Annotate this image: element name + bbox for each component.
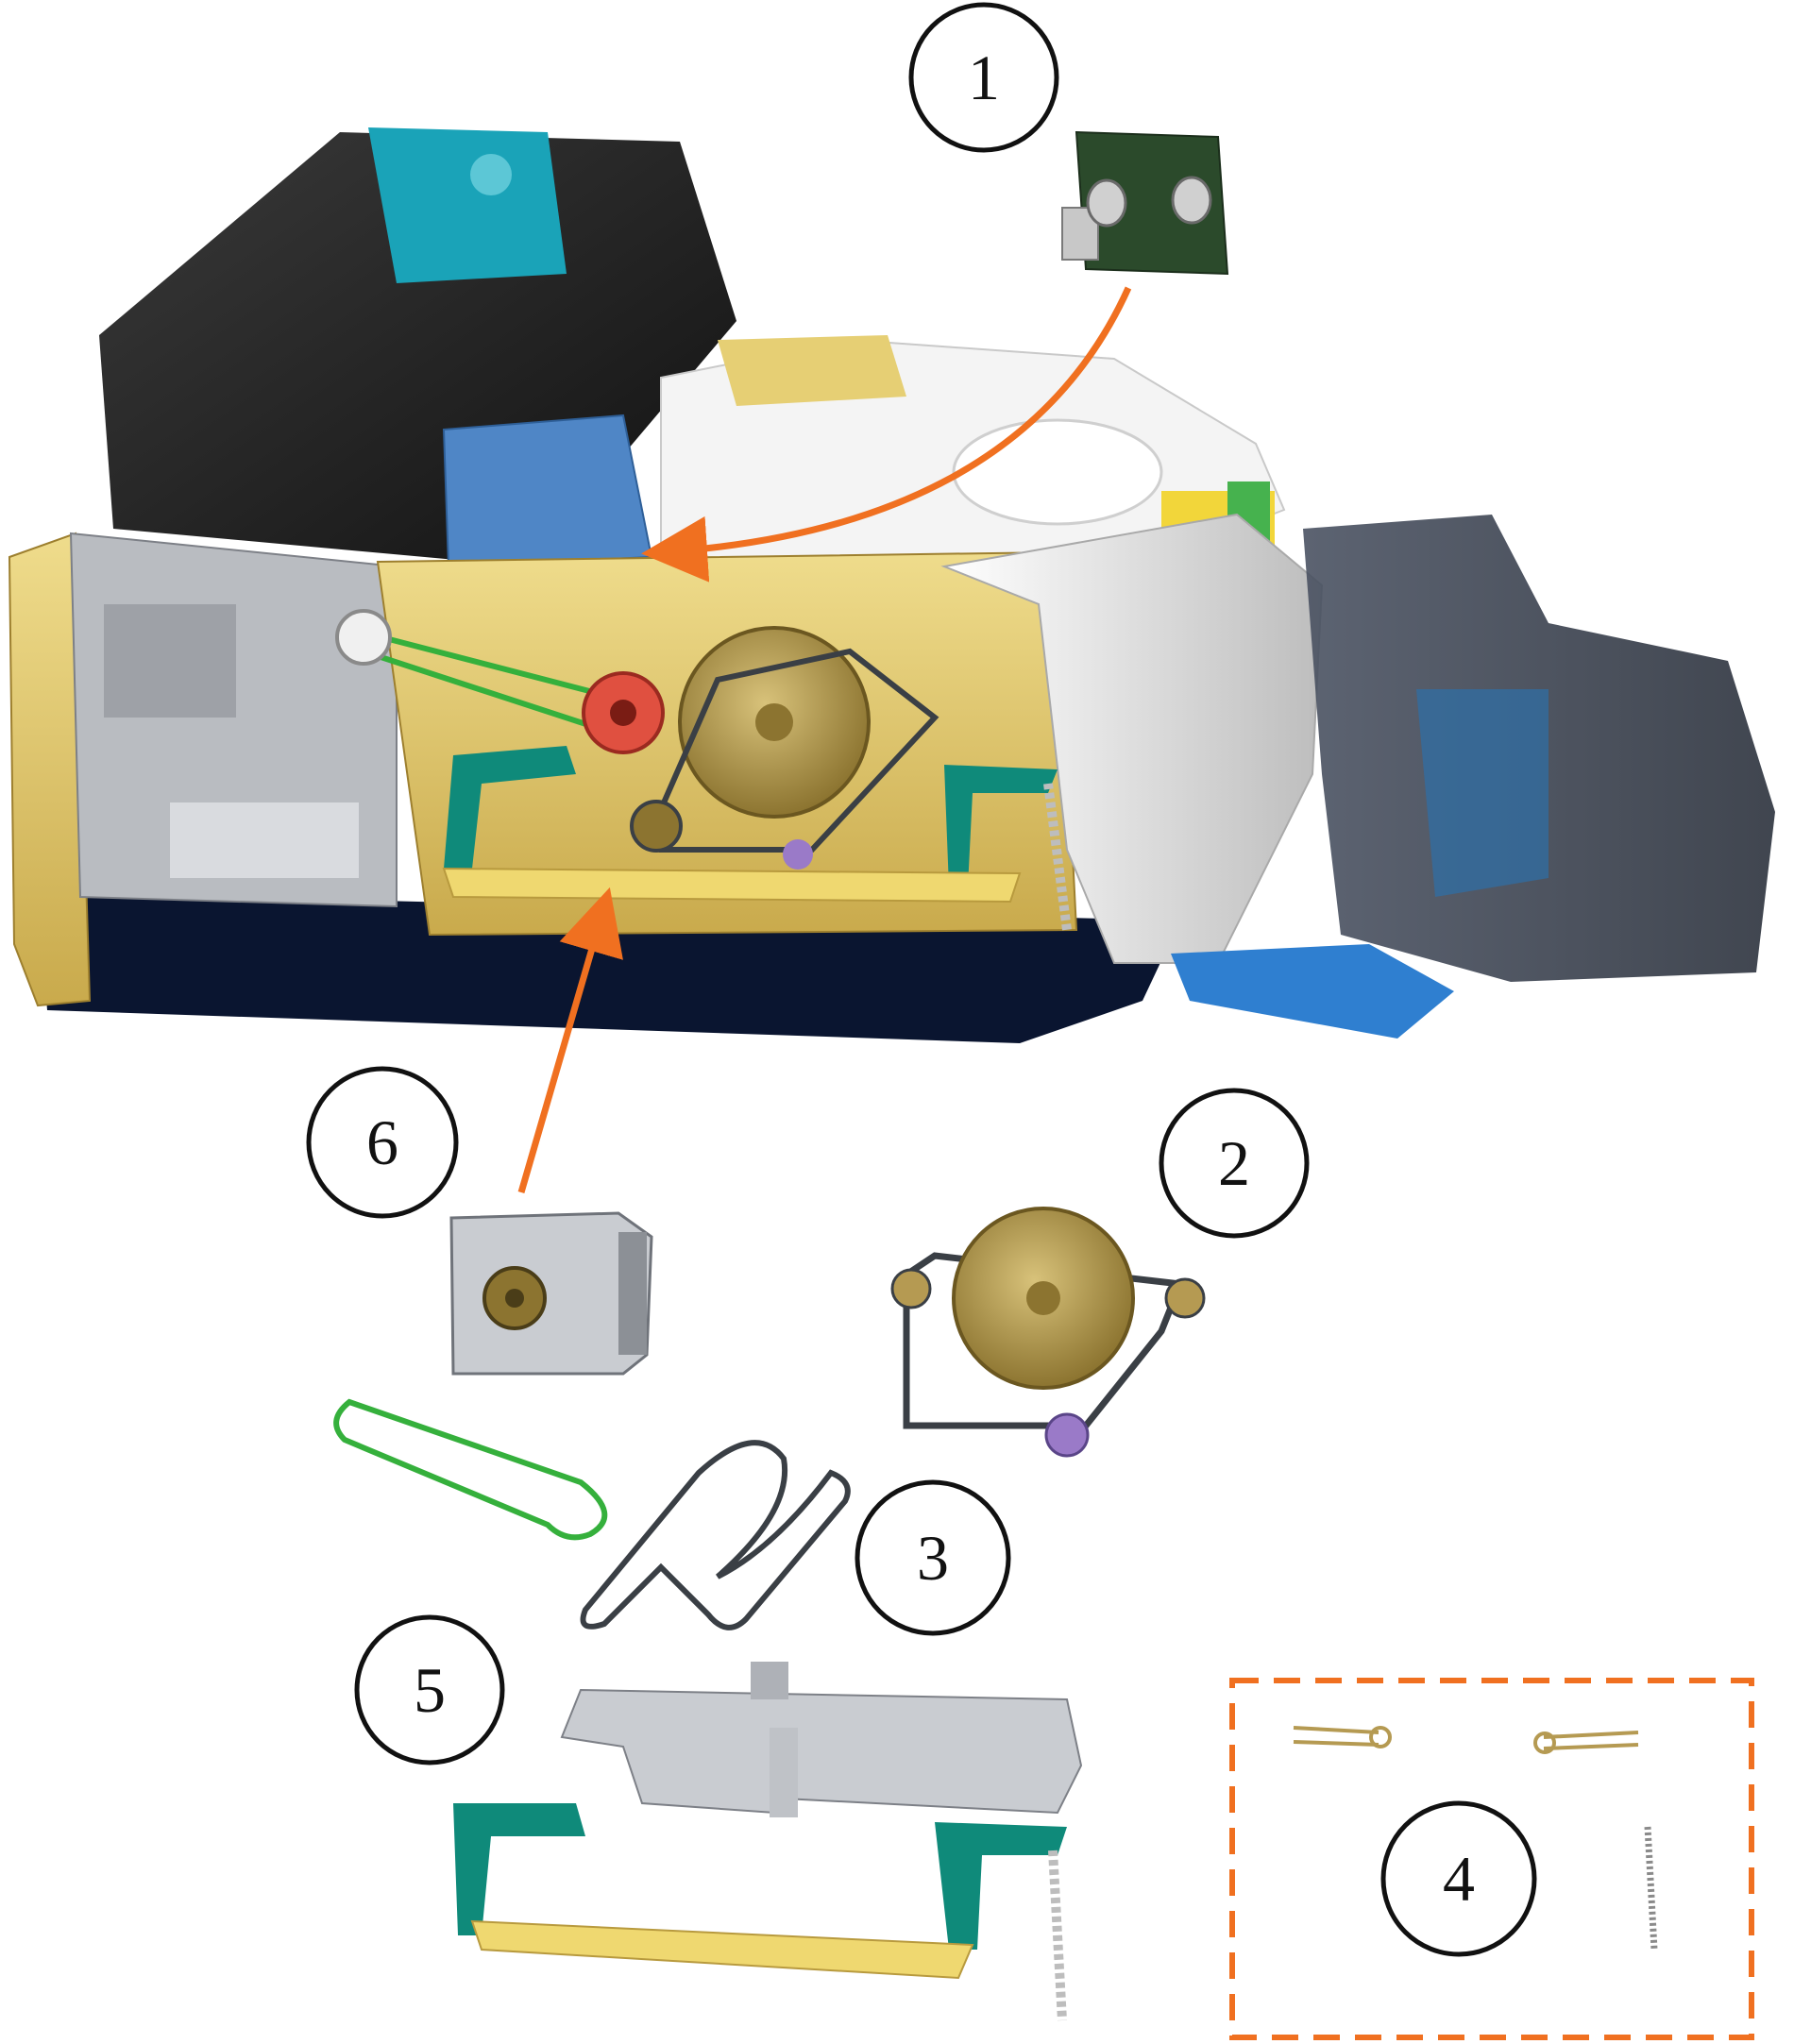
assembly-gear-hub (1026, 1281, 1060, 1315)
callout-1: 1 (908, 2, 1059, 153)
springs-kit-box (1229, 1678, 1754, 2040)
ribbon-roller (952, 418, 1163, 526)
callout-number: 5 (414, 1654, 446, 1726)
callout-circle (354, 1614, 505, 1765)
part-springs-kit (1229, 1678, 1754, 2040)
callout-circle (1380, 1800, 1537, 1957)
idler-pulley (335, 609, 392, 666)
spring-clip-right-loop (1533, 1731, 1556, 1754)
green-belt-upper (363, 630, 619, 701)
arrow-icon (517, 887, 623, 1193)
yellow-lift-bar (442, 867, 1022, 904)
callout-circle (908, 2, 1059, 153)
assembly-belt (903, 1252, 1185, 1429)
coil-spring (1644, 1826, 1658, 1951)
motor-gear-installed (630, 800, 683, 853)
motor-rear (618, 1232, 647, 1355)
part-pulley-belt-assembly (890, 1207, 1206, 1458)
callout-4: 4 (1380, 1800, 1537, 1957)
callout-number: 3 (917, 1522, 949, 1594)
tray-window (1416, 689, 1549, 897)
purple-pulley (783, 839, 813, 870)
bracket-spring (1048, 1850, 1067, 2021)
belt-icon (333, 1398, 608, 1541)
bracket-lift-bar (470, 1919, 974, 1980)
callout-number: 2 (1218, 1127, 1250, 1199)
bracket-icon (560, 1688, 1083, 1815)
assembly-left-pulley (890, 1268, 932, 1309)
hopper-knob (470, 154, 512, 195)
board-coil-right (1171, 176, 1212, 225)
spring-icon (1293, 1726, 1379, 1747)
chassis-recess (104, 604, 236, 718)
printer-assembly (8, 127, 1775, 1043)
green-belt-lower (363, 649, 610, 735)
bracket-arm-left (453, 1803, 585, 1935)
callout-number: 1 (968, 42, 1000, 113)
callout-circle (1159, 1088, 1310, 1239)
callout-number: 4 (1443, 1843, 1475, 1915)
chassis-block (170, 802, 359, 878)
callout-5: 5 (354, 1614, 505, 1765)
arrow-icon (641, 286, 1132, 583)
upper-gold-rail (718, 335, 906, 406)
red-pulley-hub (610, 700, 636, 726)
card-hopper-insert (368, 127, 567, 283)
callout-circle (855, 1479, 1011, 1636)
output-base (1171, 944, 1454, 1039)
callout-number: 6 (366, 1106, 398, 1178)
bracket-tab (751, 1662, 788, 1699)
bracket-stem (770, 1728, 798, 1817)
callout-6: 6 (306, 1066, 459, 1219)
part-lift-bracket-assembly (453, 1662, 1083, 2021)
assembly-purple-pulley (1044, 1412, 1090, 1458)
part-stepper-motor (449, 1211, 653, 1376)
blue-plate (442, 414, 653, 568)
dark-belt (580, 1440, 851, 1630)
spring-clip-left-loop (1369, 1726, 1392, 1748)
teal-bracket-left (444, 746, 576, 869)
callout-3: 3 (855, 1479, 1011, 1636)
bracket-arm-right (935, 1822, 1067, 1950)
installed-spring (1043, 783, 1072, 931)
left-gold-panel (8, 532, 92, 1007)
motor-shaft (505, 1289, 524, 1308)
part-drive-belts (333, 1398, 851, 1630)
board-coil-left (1086, 178, 1127, 228)
main-gear-hub (755, 703, 793, 741)
callout-circle (306, 1066, 459, 1219)
part-circuit-board (1061, 130, 1229, 276)
callout-2: 2 (1159, 1088, 1310, 1239)
assembly-right-pulley (1164, 1277, 1206, 1319)
spring-clip-right (1543, 1731, 1639, 1750)
